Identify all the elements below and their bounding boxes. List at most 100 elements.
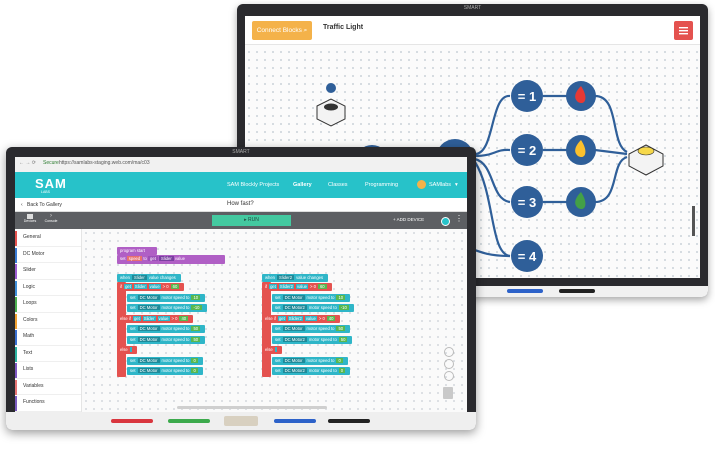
block-token: -10 [338,305,349,310]
if-else-container[interactable] [117,282,126,377]
category-text[interactable]: Text [15,345,81,362]
zoom-in-icon[interactable] [444,347,454,357]
blockly-workspace[interactable]: program start set speed to get Slider va… [82,229,467,412]
red-light-block[interactable] [566,81,596,111]
block-token: -10 [191,305,202,310]
zoom-out-icon[interactable] [444,359,454,369]
category-general[interactable]: General [15,229,81,247]
node-4[interactable]: = 4 [511,240,543,272]
yellow-light-block[interactable] [566,135,596,165]
block-token: > 0 [318,315,325,321]
block-token: 40 [326,315,336,321]
node-3-label: = 3 [518,195,536,210]
block-token: set [275,336,281,342]
nav-gallery[interactable]: Gallery [293,182,312,188]
category-loops[interactable]: Loops [15,295,81,313]
category-colors[interactable]: Colors [15,312,81,329]
block-token: motor speed to [161,368,190,373]
back-brand: SMART [463,5,482,11]
sam-logo[interactable]: SAM [35,176,67,191]
add-device-button[interactable]: + ADD DEVICE [393,217,424,222]
block-token: 50 [338,336,348,342]
light-output-block[interactable] [628,144,664,176]
block-token: set [130,336,136,342]
block-token: 0 [338,368,346,373]
side-scroll[interactable] [692,206,695,236]
node-3[interactable]: = 3 [511,186,543,218]
category-logic[interactable]: Logic [15,279,81,296]
more-icon[interactable]: ⋮ [455,214,463,223]
black-pen[interactable] [559,289,595,293]
blue-pen[interactable] [507,289,543,293]
nav-blockly-projects[interactable]: SAM Blockly Projects [227,182,280,188]
condition-row[interactable]: else [117,346,137,354]
set-speed-block[interactable]: set speed to get Slider value [117,255,225,264]
node-2-label: = 2 [518,143,536,158]
avatar[interactable] [417,180,426,189]
green-light-block[interactable] [566,187,596,217]
block-token: 10 [191,294,201,300]
user-name[interactable]: SAMlabs [429,182,452,188]
run-button[interactable]: ▸ RUN [212,215,291,226]
connect-blocks-button[interactable]: Connect Blocks ⌕ [252,21,312,40]
nav-arrows-icon[interactable]: ← → ⟳ [19,160,36,166]
category-math[interactable]: Math [15,328,81,346]
green-pen[interactable] [168,419,210,423]
trash-icon[interactable] [443,387,453,399]
recenter-icon[interactable] [444,371,454,381]
front-brand: SMART [232,149,250,155]
eraser[interactable] [224,416,258,426]
chevron-down-icon[interactable]: ▾ [455,182,458,188]
app-nav: SAM LABS SAM Blockly Projects Gallery Cl… [15,172,467,198]
nav-programming[interactable]: Programming [365,182,399,188]
add-device-label: ADD DEVICE [396,217,425,222]
category-slider[interactable]: Slider [15,262,81,280]
category-lists[interactable]: Lists [15,361,81,379]
back-to-gallery-link[interactable]: Back To Gallery [27,202,62,208]
node-2[interactable]: = 2 [511,134,543,166]
nav-classes[interactable]: Classes [328,182,348,188]
black-pen[interactable] [328,419,370,423]
category-variables[interactable]: Variables [15,378,81,395]
condition-row[interactable]: else [262,346,282,354]
node-1[interactable]: = 1 [511,80,543,112]
if-else-container[interactable] [262,282,271,377]
front-screen: ← → ⟳ Secure https://samlabs-staging.web… [15,157,467,412]
url-field[interactable]: https://samlabs-staging.web.com/ma/c03 [59,160,150,166]
program-start-block[interactable]: program start [117,247,157,255]
button-block[interactable] [316,83,346,127]
console-tool[interactable]: › Console [41,213,61,228]
back-arrow-icon[interactable]: ‹ [21,202,23,208]
block-token: DC Motor [137,357,160,363]
devices-tool[interactable]: Devices [20,213,40,228]
when-head-text: when [265,275,276,280]
project-title: Traffic Light [323,24,364,31]
category-dc-motor[interactable]: DC Motor [15,246,81,263]
blue-pen[interactable] [274,419,316,423]
devices-label: Devices [23,219,37,223]
menu-button[interactable] [674,21,693,40]
category-functions[interactable]: Functions [15,394,81,412]
block-token: set [275,357,281,363]
horizontal-scrollbar[interactable] [177,406,327,409]
red-pen[interactable] [111,419,153,423]
